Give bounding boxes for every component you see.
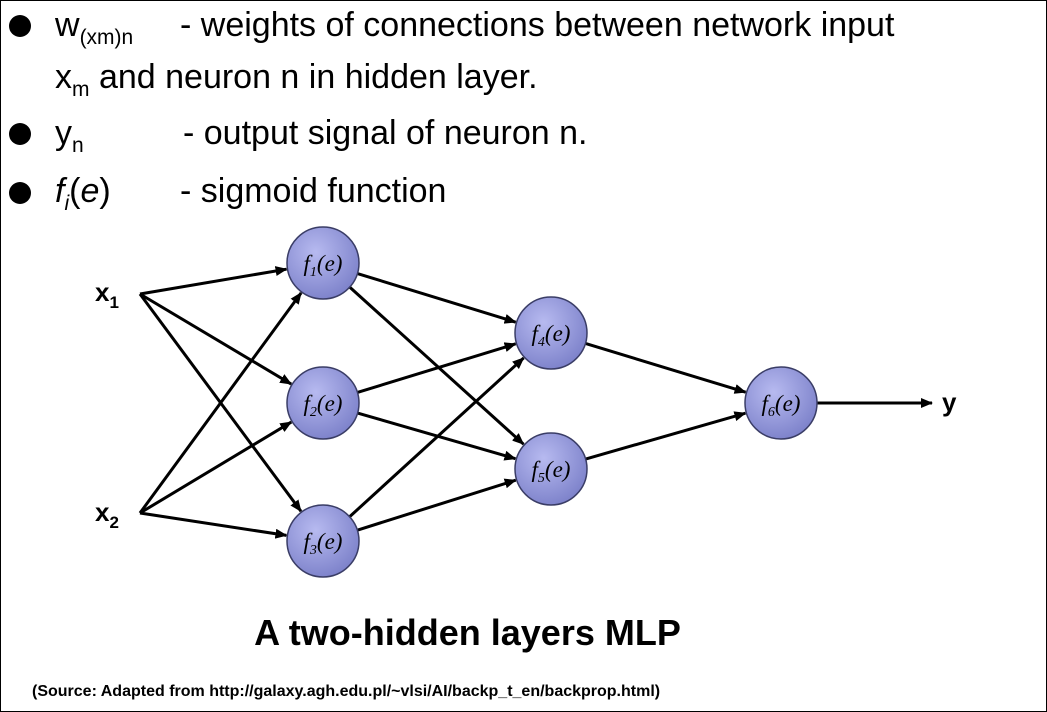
neuron-label: f4(e)	[532, 321, 571, 350]
input-label-x2: x2	[95, 497, 119, 532]
edge-x2-n2	[139, 420, 293, 515]
edge-x1-n2	[139, 292, 293, 386]
neuron-label: f2(e)	[304, 391, 343, 420]
input-label-x1: x1	[95, 277, 119, 312]
neuron-f2: f2(e)	[286, 366, 360, 440]
edge-n2-n4	[356, 342, 517, 394]
weight-symbol: w(xm)n	[55, 6, 134, 49]
neuron-label: f5(e)	[532, 457, 571, 486]
connection-edges	[138, 266, 933, 539]
neuron-label: f3(e)	[304, 529, 343, 558]
neuron-f1: f1(e)	[286, 226, 360, 300]
neuron-circle	[744, 366, 818, 440]
bullet-dot	[9, 182, 31, 204]
neuron-circle	[286, 504, 360, 578]
edge-n3-n4	[348, 356, 525, 518]
source-citation: (Source: Adapted from http://galaxy.agh.…	[32, 683, 661, 700]
output-label-y: y	[942, 387, 957, 417]
neuron-label: f6(e)	[762, 391, 801, 420]
neuron-circle	[514, 432, 588, 506]
diagram-caption: A two-hidden layers MLP	[254, 612, 681, 653]
input-symbol: xm and neuron n in hidden layer.	[55, 58, 538, 101]
output-description: - output signal of neuron n.	[183, 114, 588, 152]
neuron-f3: f3(e)	[286, 504, 360, 578]
edge-x2-n3	[139, 511, 288, 539]
sigmoid-symbol: fi(e)	[55, 172, 111, 215]
neuron-circle	[286, 366, 360, 440]
bullet-dot	[9, 15, 31, 37]
edge-n3-n5	[356, 478, 517, 532]
neuron-label: f1(e)	[304, 251, 343, 280]
neuron-f4: f4(e)	[514, 296, 588, 370]
neuron-circle	[514, 296, 588, 370]
edge-x2-n1	[138, 291, 303, 514]
edge-n4-n6	[585, 342, 747, 394]
weight-description: - weights of connections between network…	[180, 6, 895, 44]
neuron-nodes: f1(e) f2(e) f3(e) f4(e) f5(e) f6(e)	[286, 226, 818, 578]
sigmoid-description: - sigmoid function	[180, 172, 447, 210]
output-symbol: yn	[55, 114, 84, 157]
neuron-f6: f6(e)	[744, 366, 818, 440]
neuron-f5: f5(e)	[514, 432, 588, 506]
edge-n1-n5	[348, 286, 525, 446]
edge-x1-n1	[139, 266, 288, 296]
neuron-circle	[286, 226, 360, 300]
edge-n1-n4	[356, 272, 517, 324]
bullet-dot	[9, 123, 31, 145]
edge-n5-n6	[585, 411, 747, 461]
